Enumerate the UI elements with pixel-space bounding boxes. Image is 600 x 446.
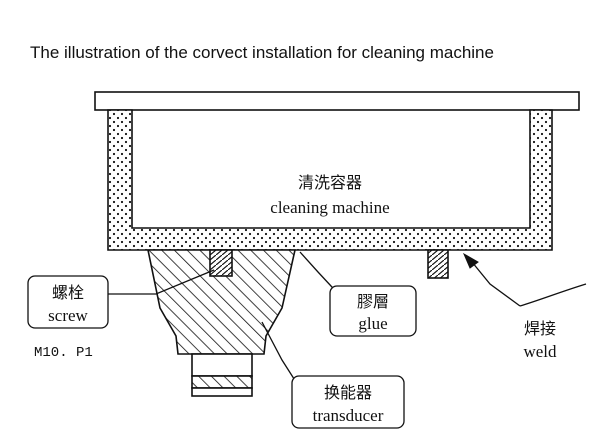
- weld-arrow-line: [471, 261, 521, 307]
- weld-stud: [427, 249, 449, 279]
- tank-rim: [94, 91, 580, 111]
- screw-callout-line: [106, 269, 215, 295]
- weld-arrow-head: [462, 252, 479, 269]
- container-label-cn: 清洗容器: [298, 173, 362, 192]
- transducer-body: [147, 249, 296, 355]
- weld-label-cn: 焊接: [524, 319, 556, 338]
- transducer-foot: [191, 387, 253, 397]
- weld-callout-line: [519, 283, 587, 307]
- screw-callout-box: [27, 275, 109, 329]
- screw-label-cn: 螺栓: [52, 283, 84, 302]
- glue-label-en: glue: [358, 314, 387, 333]
- transducer-base: [191, 353, 253, 377]
- transducer-label-cn: 换能器: [324, 383, 372, 402]
- diagram-title: The illustration of the corvect installa…: [30, 43, 494, 62]
- glue-callout-box: [329, 285, 417, 337]
- transducer-callout-box: [291, 375, 405, 429]
- screw-head: [209, 249, 233, 277]
- screw-label-en: screw: [48, 306, 88, 325]
- model-code: M10. P1: [34, 345, 93, 361]
- transducer-base-band: [191, 375, 253, 389]
- transducer-label-en: transducer: [313, 406, 384, 425]
- weld-label-en: weld: [523, 342, 557, 361]
- container-label-en: cleaning machine: [270, 198, 389, 217]
- transducer-callout-line: [261, 321, 297, 383]
- glue-label-cn: 膠層: [357, 292, 389, 311]
